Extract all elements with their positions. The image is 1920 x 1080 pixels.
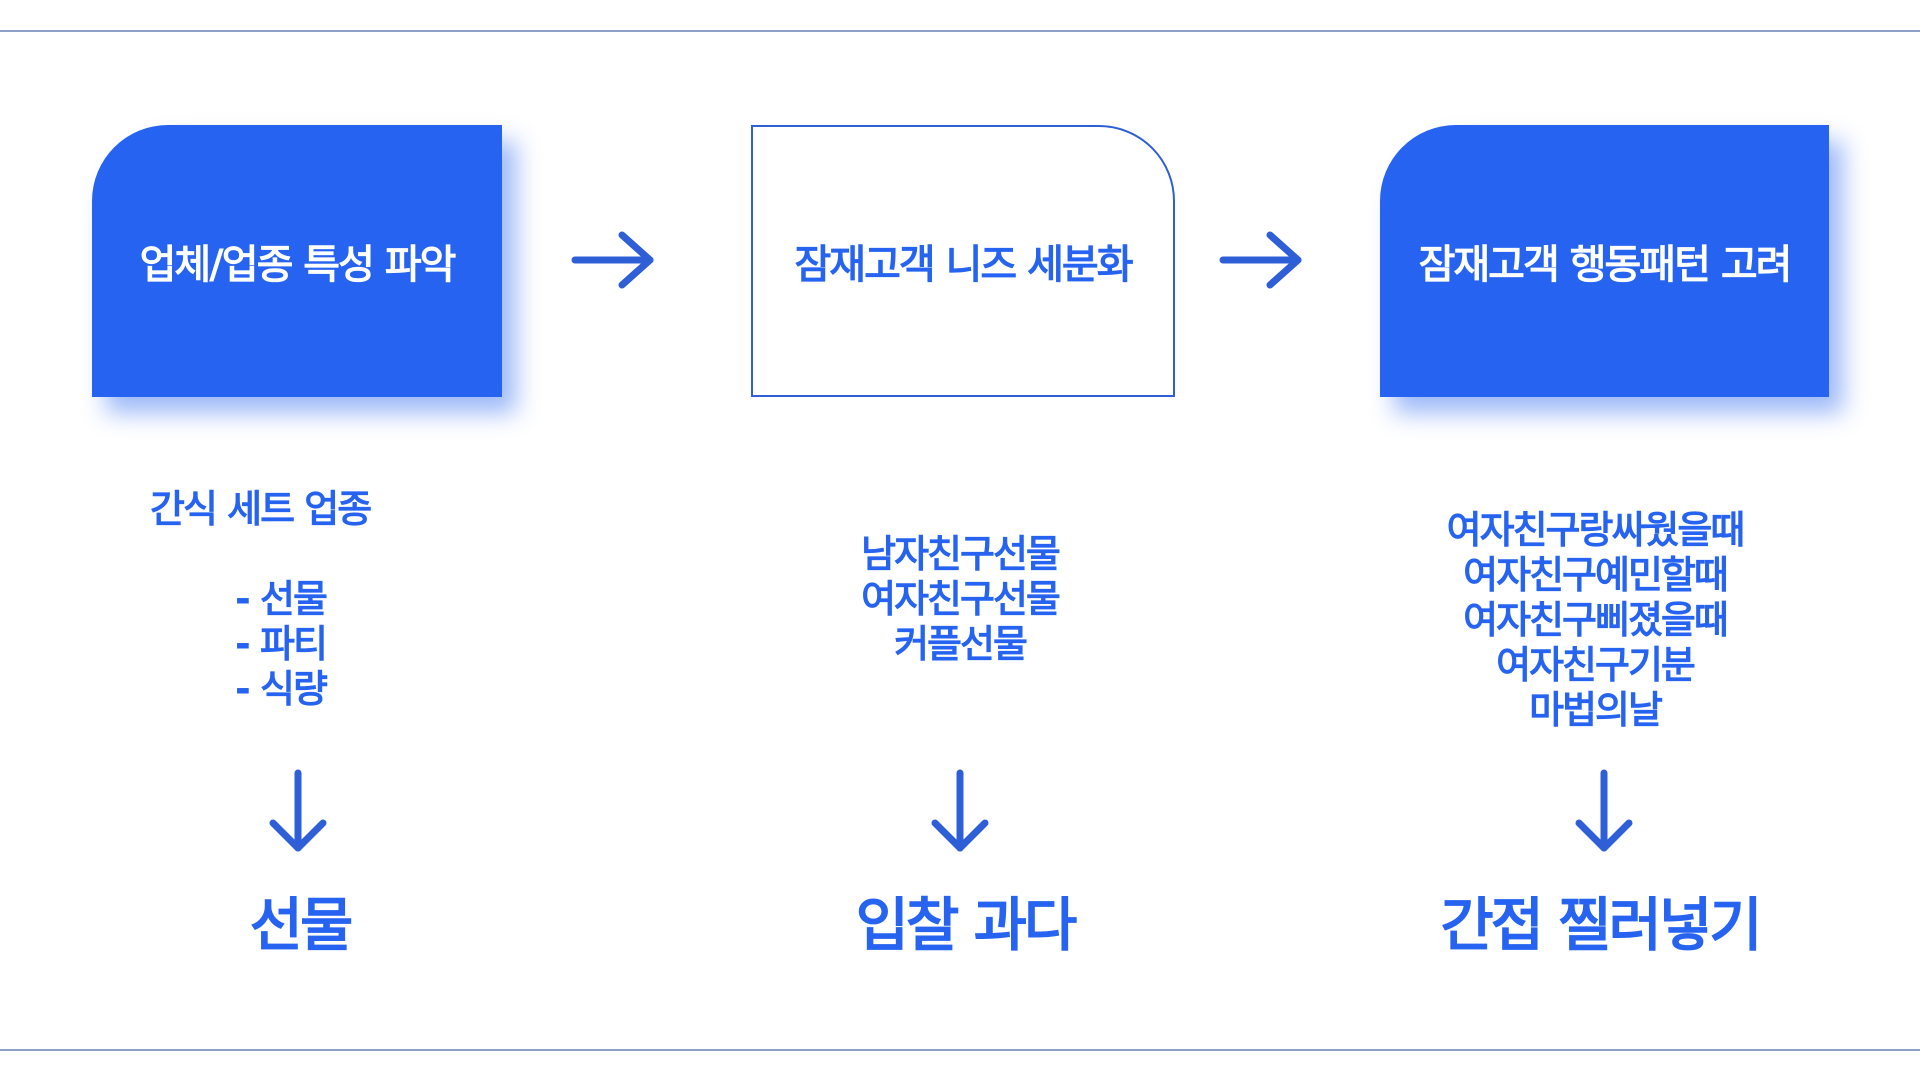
- arrow-down-icon: [1575, 769, 1633, 852]
- step-details-behavior: 여자친구랑싸웠을때 여자친구예민할때 여자친구삐졌을때 여자친구기분 마법의날: [1395, 508, 1795, 733]
- details-item: 여자친구기분: [1496, 643, 1696, 687]
- step-box-industry-analysis: 업체/업종 특성 파악: [92, 125, 502, 397]
- step-result-overbidding: 입찰 과다: [855, 891, 1078, 959]
- details-heading: 간식 세트 업종: [150, 487, 372, 531]
- arrow-right-icon: [571, 231, 654, 289]
- arrow-right-icon: [1219, 231, 1302, 289]
- step-label: 잠재고객 행동패턴 고려: [1418, 242, 1793, 288]
- top-divider: [0, 30, 1920, 32]
- details-item: - 식량: [235, 667, 328, 711]
- details-item: 남자친구선물: [861, 532, 1061, 576]
- step-result-gift: 선물: [249, 891, 354, 959]
- step-box-needs-segmentation: 잠재고객 니즈 세분화: [751, 125, 1175, 397]
- step-result-indirect-insert: 간접 찔러넣기: [1440, 891, 1762, 959]
- arrow-down-icon: [931, 769, 989, 852]
- step-details-industry: 간식 세트 업종 - 선물 - 파티 - 식량: [150, 487, 420, 712]
- details-list: - 선물 - 파티 - 식량: [150, 577, 420, 712]
- step-label: 잠재고객 니즈 세분화: [794, 242, 1133, 288]
- details-item: 여자친구예민할때: [1463, 553, 1729, 597]
- step-details-needs: 남자친구선물 여자친구선물 커플선물: [780, 532, 1140, 667]
- details-item: 여자친구랑싸웠을때: [1446, 508, 1746, 552]
- step-label: 업체/업종 특성 파악: [139, 242, 457, 288]
- details-item: 마법의날: [1529, 688, 1663, 732]
- details-item: 커플선물: [894, 622, 1028, 666]
- bottom-divider: [0, 1049, 1920, 1051]
- details-item: - 파티: [235, 622, 328, 666]
- arrow-down-icon: [269, 769, 327, 852]
- details-item: 여자친구삐졌을때: [1463, 598, 1729, 642]
- step-box-behavior-pattern: 잠재고객 행동패턴 고려: [1380, 125, 1829, 397]
- details-item: - 선물: [235, 577, 328, 621]
- details-item: 여자친구선물: [861, 577, 1061, 621]
